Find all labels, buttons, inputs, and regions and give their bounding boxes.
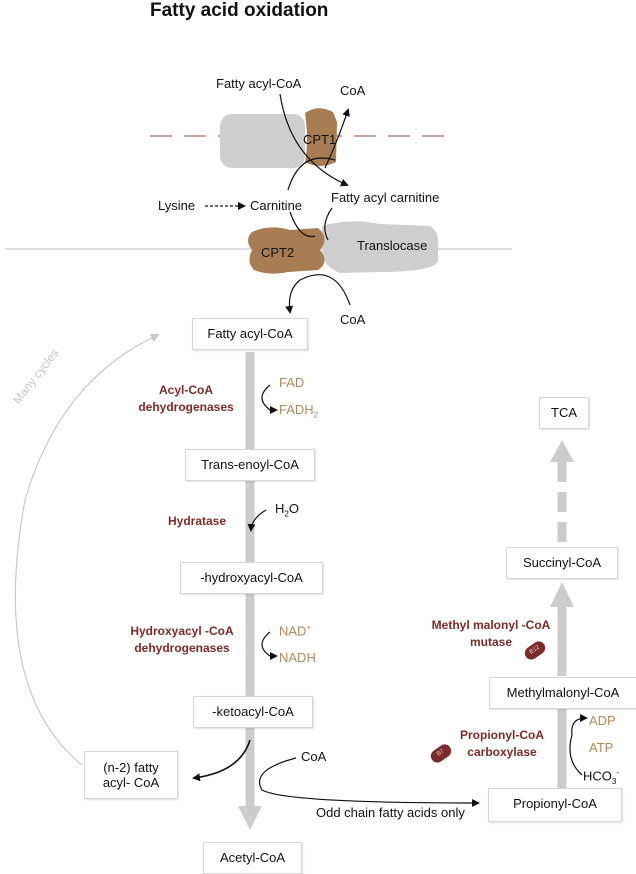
lysine-label: Lysine: [158, 198, 196, 213]
methylmalonyl-coa-box: Methylmalonyl-CoA: [489, 677, 636, 709]
translocase-protein: [322, 221, 439, 273]
fadh2-base: FADH: [279, 402, 314, 417]
outer-fatty-acyl-coa-label: Fatty acyl-CoA: [216, 76, 302, 91]
n2-fatty-line1: (n-2) fatty: [103, 760, 159, 775]
mutase-line1: Methyl malonyl -CoA: [431, 618, 551, 632]
nadh-label: NADH: [279, 650, 316, 665]
fatty-acyl-coa-box: Fatty acyl-CoA: [192, 318, 308, 350]
carnitine-loop-arrow: [287, 157, 336, 191]
acetyl-coa-box: Acetyl-CoA: [203, 842, 302, 874]
inner-coa-label: CoA: [340, 312, 366, 327]
hco3-label: HCO3-: [583, 768, 619, 786]
methylmalonyl-coa-mutase-label: Methyl malonyl -CoA mutase: [422, 617, 560, 651]
h2o-o: O: [288, 501, 299, 516]
enzyme1-line2: dehydrogenases: [138, 400, 234, 414]
propionyl-coa-carboxylase-label: Propionyl-CoA carboxylase: [447, 727, 557, 761]
carnitine-cpt2-arrow: [289, 211, 316, 238]
succinyl-arrow-head: [550, 582, 574, 607]
carnitine-label: Carnitine: [250, 198, 303, 213]
fatty-acyl-carnitine-label: Fatty acyl carnitine: [331, 190, 440, 205]
acyl-coa-dehydrogenases-label: Acyl-CoA dehydrogenases: [128, 382, 244, 416]
propionyl-coa-box: Propionyl-CoA: [488, 788, 622, 822]
mutase-line2: mutase: [469, 635, 513, 649]
beta-oxidation-arrow-head: [238, 806, 262, 830]
fatty-acyl-carnitine-arrow: [324, 207, 333, 241]
nad-base: NAD: [279, 623, 307, 639]
n2-fatty-line2: acyl- CoA: [102, 775, 160, 790]
adp-label: ADP: [589, 713, 616, 728]
n2-fatty-acyl-arrow: [192, 739, 251, 782]
nad-nadh-arrow: [261, 631, 278, 660]
hydroxyacyl-coa-box: -hydroxyacyl-CoA: [180, 562, 323, 594]
hydroxyacyl-coa-dehydrogenases-label: Hydroxyacyl -CoA dehydrogenases: [120, 623, 244, 657]
hco3-arrow: [569, 714, 588, 776]
outer-coa-label: CoA: [340, 83, 366, 98]
fadh2-sub: 2: [313, 410, 319, 420]
hco3-base: HCO: [583, 768, 612, 784]
fad-label: FAD: [279, 375, 305, 390]
nad-sup: +: [306, 623, 312, 632]
many-cycles-arrow: [14, 333, 160, 766]
atp-label: ATP: [589, 740, 614, 755]
tca-box: TCA: [539, 397, 589, 429]
odd-chain-arrow: [259, 757, 480, 807]
fadh2-label: FADH2: [279, 402, 318, 420]
cpt2-label: CPT2: [261, 245, 295, 260]
enzyme1-line1: Acyl-CoA: [158, 383, 213, 397]
hydratase-label: Hydratase: [168, 514, 227, 528]
enzyme3-line1: Hydroxyacyl -CoA: [130, 624, 234, 638]
cpt1-protein: [305, 108, 337, 166]
coa-inner-arrow: [285, 274, 351, 314]
h2o-h: H: [275, 501, 285, 516]
h2o-sub: 2: [284, 509, 289, 519]
nad-label: NAD+: [279, 623, 311, 638]
page-title: Fatty acid oxidation: [150, 0, 329, 21]
hco3-sub: 3: [611, 776, 617, 786]
acyl-coa-cpt1-arrow: [279, 93, 349, 187]
carboxylase-line1: Propionyl-CoA: [460, 728, 544, 742]
succinyl-coa-box: Succinyl-CoA: [506, 547, 618, 579]
carboxylase-line2: carboxylase: [467, 745, 537, 759]
h2o-label: H2O: [275, 501, 299, 519]
ketoacyl-coa-box: -ketoacyl-CoA: [193, 696, 313, 728]
ketoacyl-coa-release-label: CoA: [301, 749, 327, 764]
coa-release-arrow: [324, 108, 350, 169]
outer-porin-protein: [220, 114, 305, 168]
n2-fatty-acyl-coa-box: (n-2) fatty acyl- CoA: [84, 751, 178, 799]
tca-arrow-head: [550, 440, 574, 462]
odd-chain-label: Odd chain fatty acids only: [316, 805, 465, 820]
fad-fadh2-arrow: [261, 384, 278, 414]
cpt2-protein: [248, 227, 325, 274]
cpt1-label: CPT1: [303, 132, 337, 147]
trans-enoyl-coa-box: Trans-enoyl-CoA: [185, 449, 315, 481]
translocase-label: Translocase: [357, 238, 428, 253]
hco3-sup: -: [616, 768, 620, 777]
enzyme3-line2: dehydrogenases: [134, 641, 230, 655]
h2o-arrow: [247, 509, 267, 532]
